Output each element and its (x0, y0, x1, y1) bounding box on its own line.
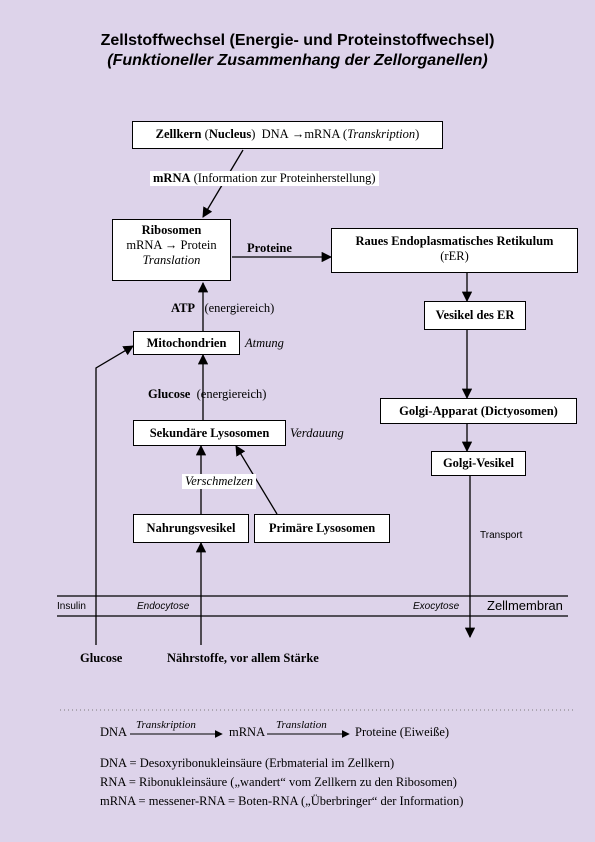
ribosome-protein: Protein (180, 238, 217, 252)
atp-label: ATP (energiereich) (171, 301, 274, 316)
sek-lysosomen-box: Sekundäre Lysosomen (133, 420, 286, 446)
nahrungsvesikel-box: Nahrungsvesikel (133, 514, 249, 543)
vesikel-er-box: Vesikel des ER (424, 301, 526, 330)
verschmelzen-label: Verschmelzen (182, 474, 257, 489)
transport-label: Transport (480, 530, 523, 541)
legend-def-dna: DNA = Desoxyribonukleinsäure (Erbmateria… (100, 756, 395, 770)
mitochondria-process: Atmung (245, 336, 284, 350)
legend-def-mrna: mRNA = messener-RNA = Boten-RNA („Überbr… (100, 794, 464, 808)
nucleus-dna: DNA (261, 127, 289, 141)
primaere-lysosomen-box: Primäre Lysosomen (254, 514, 390, 543)
zellmembran-label: Zellmembran (487, 598, 563, 613)
legend-mrna: mRNA (229, 725, 266, 739)
sek-lysosomen-process: Verdauung (290, 426, 344, 440)
nucleus-box: Zellkern (Nucleus) DNA →mRNA (Transkript… (132, 121, 443, 149)
golgi-box: Golgi-Apparat (Dictyosomen) (380, 398, 577, 424)
atp-desc: (energiereich) (204, 301, 275, 315)
legend-translation: Translation (276, 719, 327, 731)
ribosome-mrna: mRNA (126, 238, 162, 252)
legend-def-rna: RNA = Ribonukleinsäure („wandert“ vom Ze… (100, 775, 457, 789)
mrna-label: mRNA (Information zur Proteinherstellung… (150, 171, 379, 186)
nucleus-name: Zellkern (155, 127, 202, 141)
nucleus-process: Transkription (347, 127, 416, 141)
glucose-input-label: Glucose (80, 651, 123, 665)
golgi-vesikel-box: Golgi-Vesikel (431, 451, 526, 476)
arrow-icon: → (164, 238, 178, 252)
rer-abbr: (rER) (440, 249, 469, 263)
ribosome-process: Translation (142, 253, 201, 267)
mitochondria-box: Mitochondrien (133, 331, 240, 355)
arrow-glucose-to-mito (95, 345, 134, 645)
legend-dna: DNA (100, 725, 128, 739)
mrna-label-name: mRNA (153, 171, 191, 185)
glucose-energy-label: Glucose (energiereich) (148, 387, 266, 402)
nucleus-latin: Nucleus (208, 127, 252, 141)
page-title: Zellstoffwechsel (Energie- und Proteinst… (100, 32, 495, 49)
legend-proteine: Proteine (Eiweiße) (355, 725, 450, 739)
glucose-energy-name: Glucose (148, 387, 191, 401)
exocytose-label: Exocytose (413, 601, 460, 612)
arrow-icon: → (291, 127, 305, 141)
page-subtitle: (Funktioneller Zusammenhang der Zellorga… (107, 52, 488, 69)
rer-name: Raues Endoplasmatisches Retikulum (355, 234, 554, 248)
ribosome-box: Ribosomen mRNA → Protein Translation (112, 219, 231, 281)
arrow-primaer-to-lysosome (235, 445, 278, 515)
ribosome-name: Ribosomen (141, 223, 202, 237)
insulin-label: Insulin (57, 601, 86, 612)
endocytose-label: Endocytose (137, 601, 190, 612)
nucleus-mrna: mRNA (304, 127, 340, 141)
naehrstoffe-label: Nährstoffe, vor allem Stärke (167, 651, 319, 665)
rer-box: Raues Endoplasmatisches Retikulum (rER) (331, 228, 578, 273)
legend-transkription: Transkription (136, 719, 196, 731)
glucose-energy-desc: (energiereich) (196, 387, 267, 401)
proteine-label: Proteine (247, 241, 292, 255)
mrna-label-desc: (Information zur Proteinherstellung) (193, 171, 376, 185)
atp-name: ATP (171, 301, 196, 315)
